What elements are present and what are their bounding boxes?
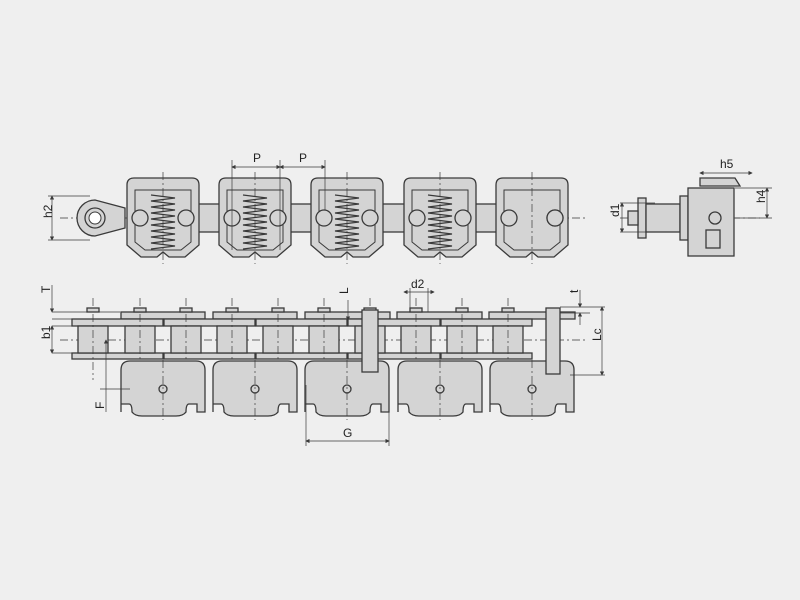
h5-label: h5: [720, 157, 734, 171]
pin-head: [317, 307, 331, 313]
inner-plate: [255, 352, 348, 360]
h2-label: h2: [41, 204, 55, 218]
G-label: G: [343, 426, 352, 440]
pin-head: [409, 307, 423, 313]
roller-pin: [408, 209, 426, 227]
b1-label: b1: [39, 325, 53, 339]
d2-label: d2: [411, 277, 425, 291]
roller-side: [645, 203, 681, 233]
outer-plate: [396, 311, 483, 320]
pin-head: [225, 307, 239, 313]
L-label: L: [337, 287, 351, 294]
Lc-label: Lc: [590, 328, 604, 341]
spring-clip-attachment: [495, 177, 569, 258]
dimensions: P P h2 d1 h5 h4 T b1 F L d2: [39, 151, 772, 446]
clip-tip: [699, 177, 742, 187]
spring: [150, 194, 176, 250]
outer-plate: [120, 311, 206, 320]
top-view: [60, 172, 585, 264]
inner-plate: [163, 352, 256, 360]
inner-plate: [71, 318, 164, 327]
d1-label: d1: [608, 203, 622, 217]
outer-plate: [212, 311, 298, 320]
inner-plate: [71, 352, 164, 360]
pin-head: [133, 307, 147, 313]
hole: [708, 211, 722, 225]
roller-pin: [500, 209, 518, 227]
connecting-pin: [361, 309, 379, 373]
inner-plate: [440, 318, 533, 327]
link-plate: [474, 203, 499, 233]
link-plate: [289, 203, 314, 233]
inner-plate: [347, 318, 441, 327]
pin-end: [627, 210, 639, 226]
clip-inner: [411, 189, 469, 251]
pin-head: [179, 307, 193, 313]
roller-pin: [131, 209, 149, 227]
roller-pin: [177, 209, 195, 227]
roller-pin: [269, 209, 287, 227]
roller-pin: [361, 209, 379, 227]
pin-head: [271, 307, 285, 313]
end-pin: [546, 209, 564, 227]
t-label: t: [567, 289, 581, 293]
pitch-label: P: [253, 151, 261, 165]
side-plate: [679, 195, 689, 241]
pitch-label: P: [299, 151, 307, 165]
spring: [334, 194, 360, 250]
h4-label: h4: [754, 189, 768, 203]
side-view: [620, 177, 760, 257]
pin-head: [501, 307, 515, 313]
link-plate: [381, 203, 406, 233]
F-label: F: [93, 402, 107, 409]
roller-pin: [454, 209, 472, 227]
pin-head: [86, 307, 100, 313]
inner-plate: [347, 352, 441, 360]
connecting-pin: [545, 307, 561, 375]
pin-hole: [88, 211, 102, 225]
clip-inner: [503, 189, 561, 251]
spring: [242, 194, 268, 250]
spring: [427, 194, 453, 250]
inner-plate: [440, 352, 533, 360]
clip-inner: [226, 189, 284, 251]
link-plate: [197, 203, 222, 233]
pin-head: [455, 307, 469, 313]
bottom-view: [60, 298, 585, 420]
clip-inner: [134, 189, 192, 251]
spring-end: [705, 229, 721, 249]
inner-plate: [163, 318, 256, 327]
T-label: T: [39, 285, 53, 293]
clip-inner: [318, 189, 376, 251]
roller-pin: [315, 209, 333, 227]
inner-plate: [255, 318, 348, 327]
